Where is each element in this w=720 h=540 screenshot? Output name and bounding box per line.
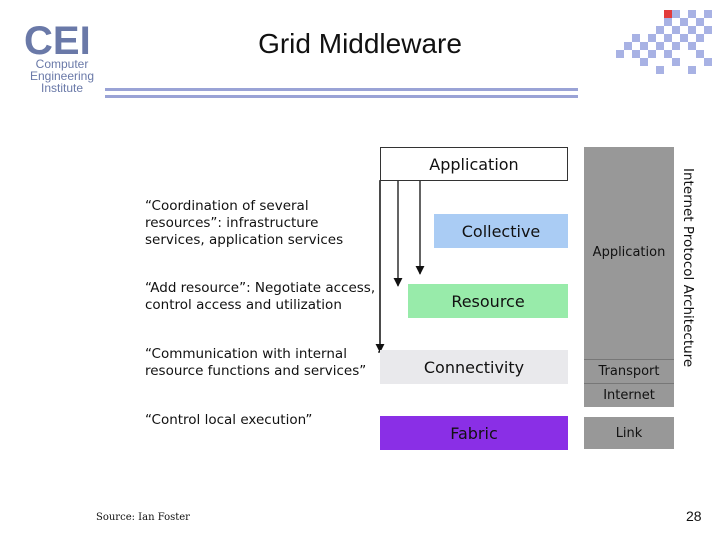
ip-transport-label: Transport [598,364,660,379]
layer-application-label: Application [429,154,519,174]
source-credit: Source: Ian Foster [96,512,190,523]
connectivity-description: “Communication with internal resource fu… [145,346,367,379]
cei-logo: CEI [24,19,91,60]
layer-application: Application [380,147,568,181]
layer-fabric: Fabric [380,416,568,450]
title-rule-bottom [105,95,578,98]
layer-collective-label: Collective [461,221,541,241]
layer-fabric-label: Fabric [450,423,498,443]
resource-description: “Add resource”: Negotiate access, contro… [145,280,376,313]
title-rule-top [105,88,578,91]
ip-link-label: Link [615,425,643,441]
layer-connectivity-label: Connectivity [423,357,525,377]
logo-line-1: Computer [35,57,89,71]
layer-resource-label: Resource [451,291,525,311]
checker-pattern-decoration [616,10,712,74]
ip-application-label: Application [592,245,666,260]
page-number: 28 [686,508,702,524]
layer-connectivity: Connectivity [380,350,568,384]
collective-description: “Coordination of several resources”: inf… [145,198,344,248]
layer-collective: Collective [434,214,568,248]
ip-internet-label: Internet [603,388,655,403]
ip-application-layer: Application [584,147,674,383]
page-title: Grid Middleware [258,28,462,59]
logo-line-3: Institute [40,81,84,95]
fabric-description: “Control local execution” [145,412,313,428]
ip-transport-layer: Transport [584,359,674,383]
layer-resource: Resource [408,284,568,318]
logo-line-2: Engineering [29,69,95,83]
ip-architecture-vertical-label: Internet Protocol Architecture [680,168,696,368]
ip-link-layer: Link [584,417,674,449]
ip-internet-layer: Internet [584,383,674,407]
logo-mark: CEI [24,19,91,60]
